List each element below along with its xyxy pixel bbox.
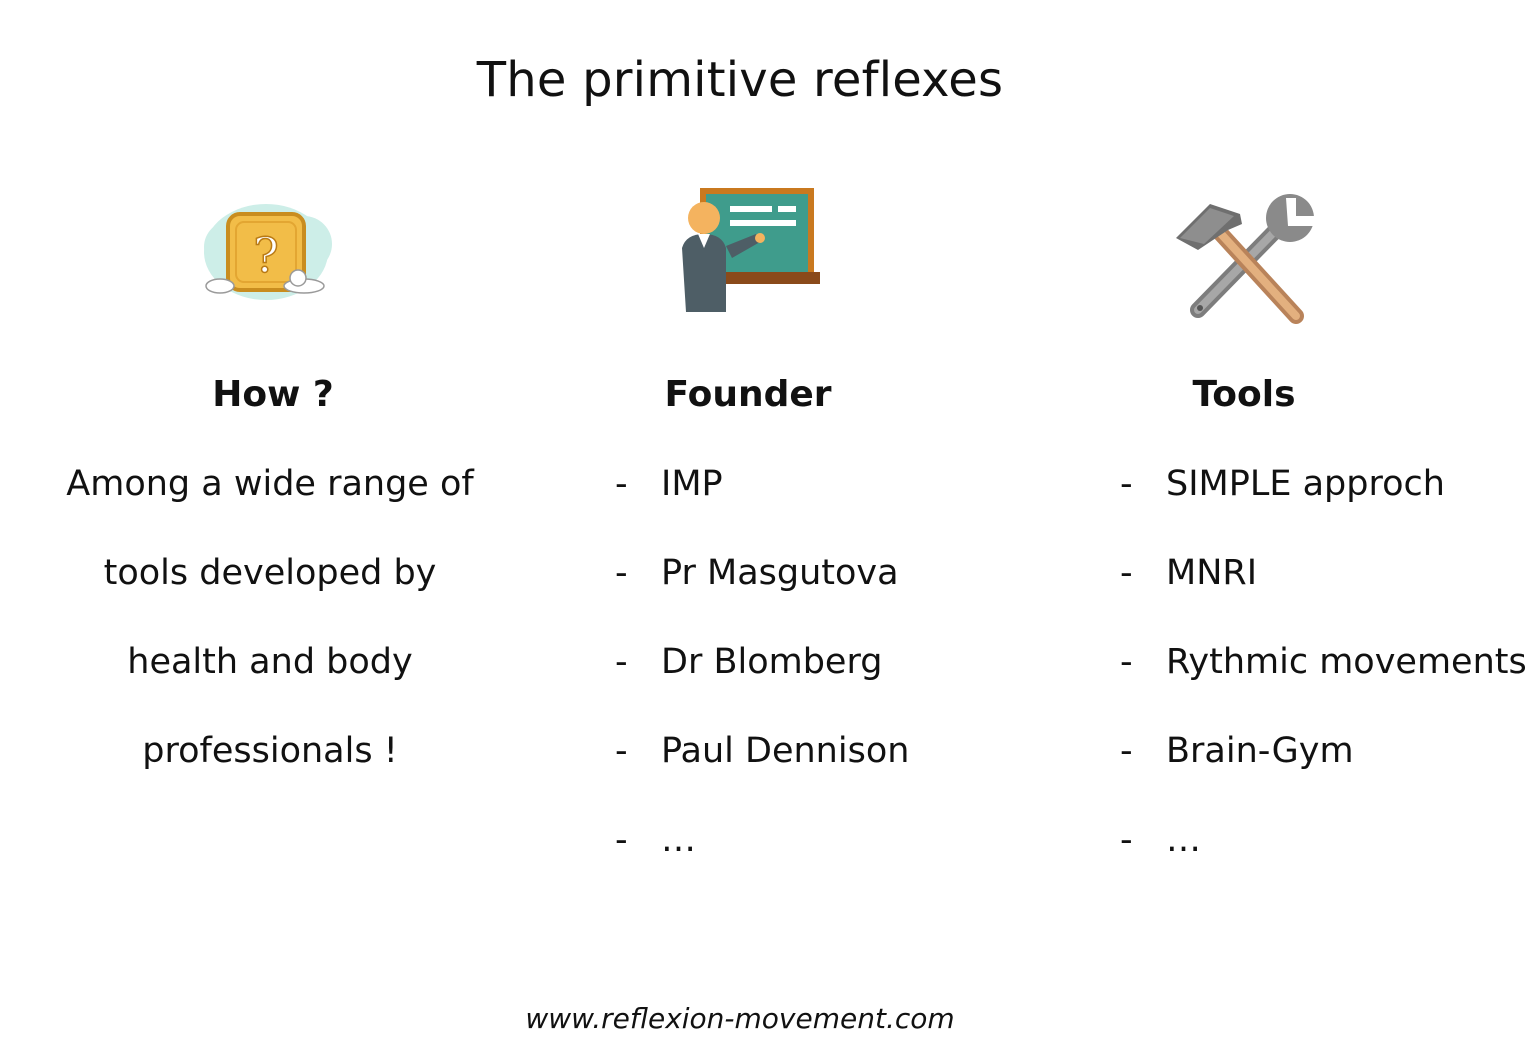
how-description: Among a wide range of tools developed by… — [40, 440, 500, 796]
list-item: -Pr Masgutova — [615, 553, 899, 593]
list-item: -… — [615, 820, 696, 860]
list-item: -Dr Blomberg — [615, 642, 883, 682]
tools-heading: Tools — [1192, 374, 1296, 415]
how-line-2: tools developed by — [103, 553, 437, 593]
list-item: -IMP — [615, 464, 723, 504]
teacher-icon — [676, 186, 822, 314]
svg-text:?: ? — [253, 228, 279, 284]
slide-title: The primitive reflexes — [476, 52, 1004, 108]
website-footer: www.reflexion-movement.com — [525, 1002, 955, 1035]
how-line-3: health and body — [127, 642, 413, 682]
founder-list: -IMP -Pr Masgutova -Dr Blomberg -Paul De… — [615, 440, 909, 885]
question-icon: ? — [200, 192, 334, 310]
list-item: -Rythmic movements — [1120, 642, 1527, 682]
list-item: -Paul Dennison — [615, 731, 910, 771]
how-line-1: Among a wide range of — [66, 464, 474, 504]
founder-heading: Founder — [664, 374, 832, 415]
list-item: -… — [1120, 820, 1201, 860]
how-heading: How ? — [212, 374, 334, 415]
list-item: -MNRI — [1120, 553, 1258, 593]
list-item: -Brain-Gym — [1120, 731, 1354, 771]
tools-list: -SIMPLE approch -MNRI -Rythmic movements… — [1120, 440, 1527, 885]
how-line-4: professionals ! — [142, 731, 398, 771]
list-item: -SIMPLE approch — [1120, 464, 1445, 504]
tools-icon — [1170, 194, 1322, 326]
